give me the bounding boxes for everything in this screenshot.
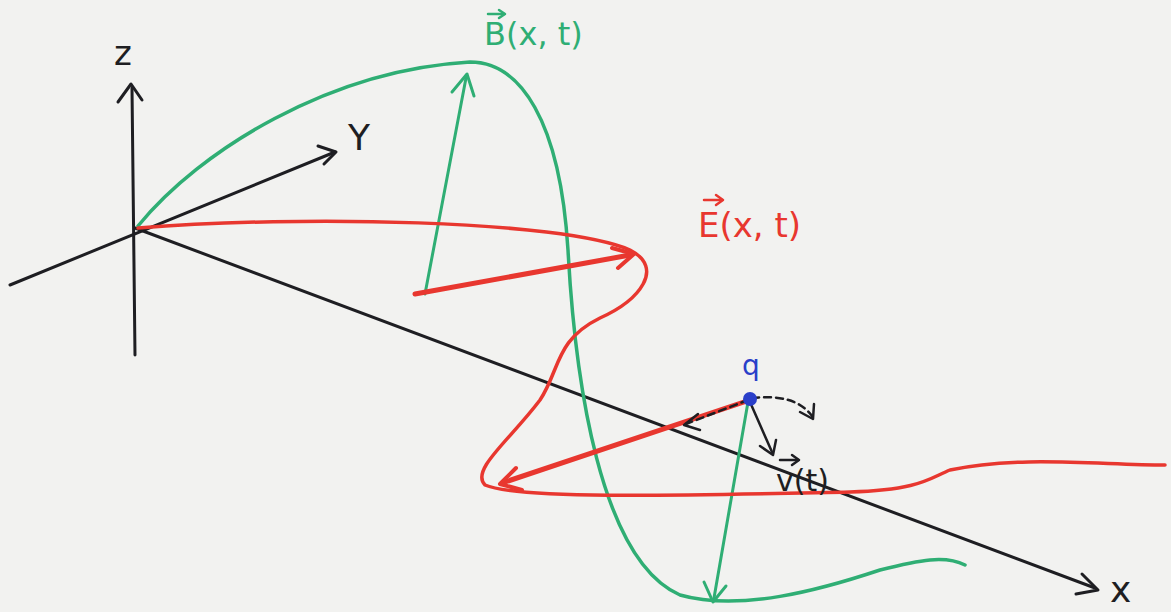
charge-label: q bbox=[742, 352, 760, 380]
axis-label: x bbox=[1110, 572, 1131, 608]
charge-dot bbox=[743, 392, 757, 406]
x-axis bbox=[135, 228, 1095, 588]
axis-label: Y bbox=[348, 120, 370, 156]
z-axis bbox=[132, 88, 135, 355]
axis-label: z bbox=[114, 36, 132, 70]
field-label: B(x, t) bbox=[484, 18, 583, 50]
y-axis bbox=[10, 152, 335, 285]
b-field-curve bbox=[138, 62, 965, 601]
velocity-label: v(t) bbox=[776, 466, 829, 496]
field-label: E(x, t) bbox=[698, 208, 801, 242]
e-field-curve bbox=[138, 221, 1165, 495]
